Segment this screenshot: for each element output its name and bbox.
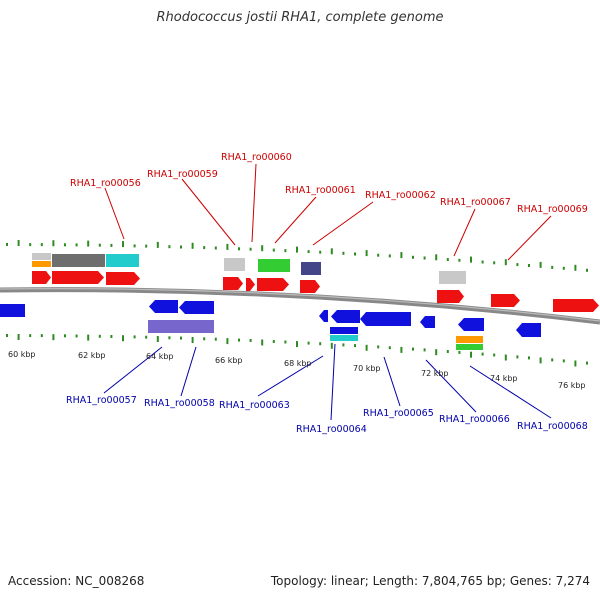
leader-line (180, 346, 197, 397)
topology-text: Topology: linear; Length: 7,804,765 bp; … (270, 574, 590, 588)
gene-arrow[interactable] (458, 318, 484, 331)
feature-box[interactable] (330, 335, 358, 341)
leader-line (330, 343, 336, 421)
leader-line (104, 187, 125, 240)
gene-label[interactable]: RHA1_ro00058 (144, 398, 215, 409)
gene-label[interactable]: RHA1_ro00062 (365, 190, 436, 201)
gene-arrow[interactable] (331, 310, 360, 323)
feature-box[interactable] (258, 259, 290, 272)
gene-arrow[interactable] (0, 304, 25, 317)
leader-line (274, 196, 317, 244)
scale-label: 76 kbp (558, 381, 586, 390)
scale-label: 68 kbp (284, 359, 312, 368)
feature-box[interactable] (32, 253, 51, 260)
feature-box[interactable] (224, 258, 245, 271)
genome-axis (0, 287, 600, 325)
leader-line (103, 346, 163, 394)
gene-label[interactable]: RHA1_ro00068 (517, 421, 588, 432)
scale-label: 62 kbp (78, 351, 106, 360)
gene-label[interactable]: RHA1_ro00066 (439, 414, 510, 425)
feature-box[interactable] (301, 262, 321, 275)
scale-label: 74 kbp (490, 374, 518, 383)
gene-arrow[interactable] (223, 277, 243, 290)
leader-line (251, 163, 257, 243)
feature-box[interactable] (330, 327, 358, 334)
gene-label[interactable]: RHA1_ro00057 (66, 395, 137, 406)
leader-line (181, 178, 236, 246)
reverse-features (0, 300, 541, 350)
gene-arrow[interactable] (32, 271, 51, 284)
gene-arrow[interactable] (52, 271, 104, 284)
gene-arrow[interactable] (516, 323, 541, 337)
gene-arrow[interactable] (360, 312, 411, 326)
forward-features (32, 253, 599, 312)
feature-box[interactable] (32, 261, 51, 267)
feature-box[interactable] (456, 336, 483, 343)
scale-label: 72 kbp (421, 369, 449, 378)
gene-arrow[interactable] (257, 278, 289, 291)
gene-arrow[interactable] (246, 278, 255, 291)
gene-label[interactable]: RHA1_ro00063 (219, 400, 290, 411)
gene-label[interactable]: RHA1_ro00061 (285, 185, 356, 196)
gene-arrow[interactable] (149, 300, 178, 313)
gene-arrow[interactable] (420, 316, 435, 328)
gene-arrow[interactable] (319, 310, 328, 322)
gene-label[interactable]: RHA1_ro00064 (296, 424, 367, 435)
feature-box[interactable] (52, 254, 105, 267)
genome-title: Rhodococcus jostii RHA1, complete genome (156, 10, 444, 25)
leader-line (425, 359, 477, 413)
leader-line (469, 365, 552, 419)
gene-arrow[interactable] (437, 290, 464, 303)
forward-gene-labels: RHA1_ro00056 RHA1_ro00059 RHA1_ro00060 R… (70, 152, 588, 261)
feature-box[interactable] (148, 320, 214, 333)
leader-line (507, 215, 552, 261)
gene-arrow[interactable] (491, 294, 520, 307)
feature-box[interactable] (439, 271, 466, 284)
accession-text: Accession: NC_008268 (8, 574, 145, 588)
gene-arrow[interactable] (553, 299, 599, 312)
gene-label[interactable]: RHA1_ro00067 (440, 197, 511, 208)
genome-axis-highlight (0, 288, 600, 322)
gene-label[interactable]: RHA1_ro00056 (70, 178, 141, 189)
scale-label: 60 kbp (8, 350, 36, 359)
scale-label: 66 kbp (215, 356, 243, 365)
scale-label: 64 kbp (146, 352, 174, 361)
gene-arrow[interactable] (300, 280, 320, 293)
reverse-gene-labels: RHA1_ro00057 RHA1_ro00058 RHA1_ro00063 R… (66, 343, 588, 435)
gene-label[interactable]: RHA1_ro00065 (363, 408, 434, 419)
leader-line (257, 355, 324, 397)
feature-box[interactable] (456, 344, 483, 350)
gene-arrow[interactable] (106, 272, 140, 285)
gene-label[interactable]: RHA1_ro00059 (147, 169, 218, 180)
leader-line (383, 356, 401, 407)
leader-line (312, 201, 374, 246)
leader-line (453, 208, 476, 257)
gene-label[interactable]: RHA1_ro00060 (221, 152, 292, 163)
gene-arrow[interactable] (179, 301, 214, 314)
feature-box[interactable] (106, 254, 139, 267)
scale-labels: 60 kbp 62 kbp 64 kbp 66 kbp 68 kbp 70 kb… (8, 350, 586, 390)
scale-ticks (6, 240, 588, 367)
scale-label: 70 kbp (353, 364, 381, 373)
gene-label[interactable]: RHA1_ro00069 (517, 204, 588, 215)
